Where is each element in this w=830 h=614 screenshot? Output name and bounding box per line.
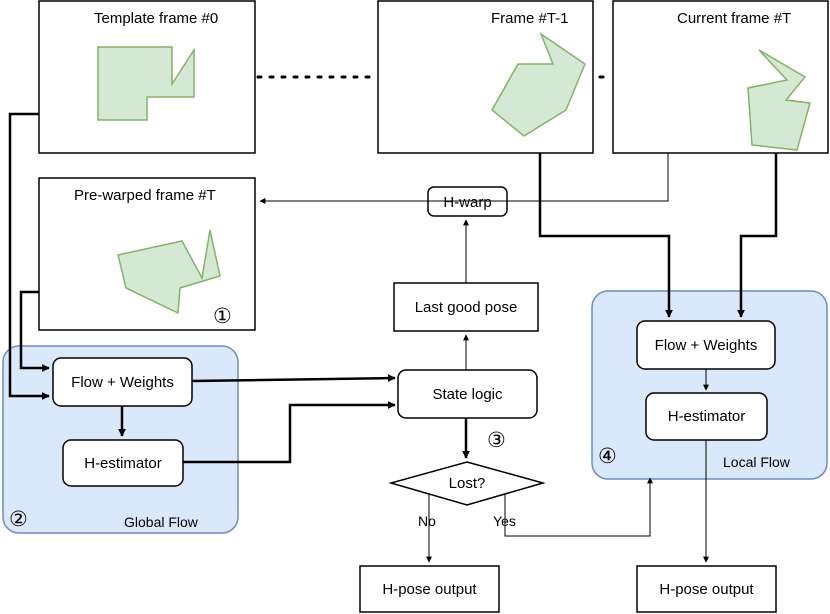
- hpose-output-right-label: H-pose output: [659, 581, 754, 598]
- marker-1: ①: [213, 305, 232, 328]
- local-flow-weights-label: Flow + Weights: [655, 337, 758, 354]
- prev-frame-polygon: [491, 31, 586, 137]
- local-flow-label: Local Flow: [723, 454, 791, 470]
- prewarped-frame-label: Pre-warped frame #T: [74, 187, 216, 204]
- yes-branch-label: Yes: [493, 513, 516, 529]
- hpose-output-left-box: [359, 565, 500, 613]
- last-good-pose-box: [393, 282, 539, 332]
- template-to-global-arrow: [8, 112, 50, 401]
- global-hestimator-label: H-estimator: [84, 455, 162, 472]
- state-logic-box: [397, 369, 538, 419]
- global-flow-label: Global Flow: [124, 514, 199, 530]
- no-branch-label: No: [418, 513, 436, 529]
- hpose-output-left-label: H-pose output: [382, 581, 477, 598]
- last-good-pose-label: Last good pose: [415, 299, 518, 316]
- prewarped-polygon: [117, 229, 221, 315]
- local-flow-group: [591, 290, 828, 480]
- current-to-local-arrow: [736, 153, 778, 318]
- prewarped-to-global-arrow: [19, 290, 50, 373]
- template-frame-label: Template frame #0: [94, 10, 218, 27]
- local-hestimator-label: H-estimator: [668, 408, 746, 425]
- prev-frame-label: Frame #T-1: [491, 10, 569, 27]
- lost-label: Lost?: [449, 475, 486, 492]
- template-polygon: [97, 46, 195, 121]
- lost-decision: [388, 461, 546, 506]
- global-flow-weights-label: Flow + Weights: [71, 374, 174, 391]
- state-logic-label: State logic: [432, 386, 503, 403]
- current-to-hwarp-arrow: [259, 153, 669, 204]
- current-frame-polygon: [747, 49, 811, 151]
- global-hest-to-state-arrow: [183, 400, 396, 464]
- current-frame-label: Current frame #T: [677, 10, 791, 27]
- prev-to-local-arrow: [538, 153, 674, 318]
- hwarp-label: H-warp: [443, 194, 491, 211]
- marker-2: ②: [9, 508, 28, 531]
- hpose-output-right-box: [636, 565, 777, 613]
- marker-4: ④: [598, 445, 617, 468]
- yes-to-local-arrow: [504, 477, 653, 537]
- global-flow-to-state-arrow: [191, 374, 396, 383]
- marker-3: ③: [487, 429, 506, 452]
